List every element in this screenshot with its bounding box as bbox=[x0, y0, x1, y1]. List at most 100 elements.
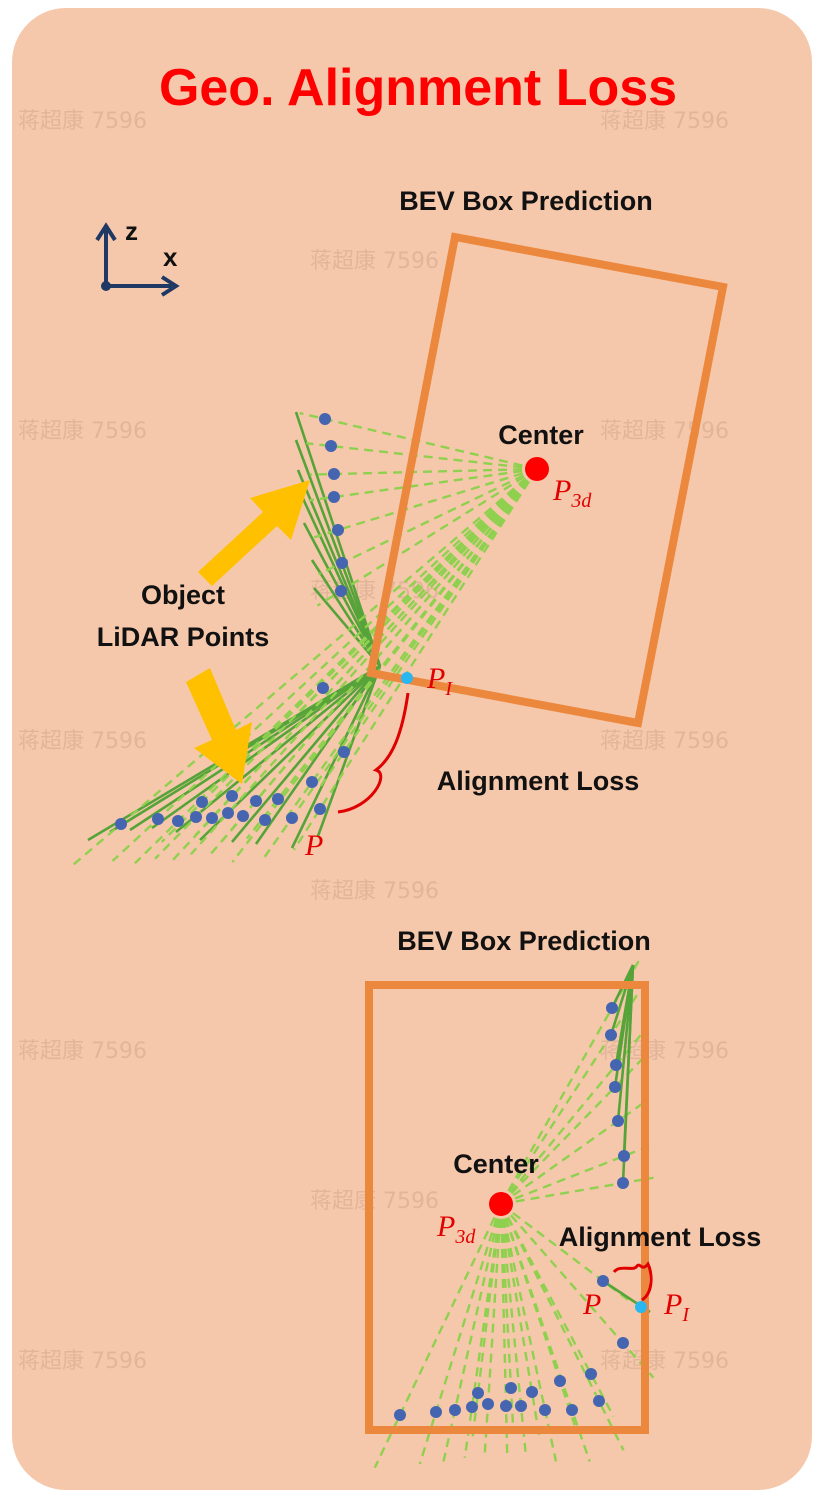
top-lidar-point bbox=[190, 811, 202, 823]
top-lidar-point bbox=[172, 815, 184, 827]
bottom-dashed-ray bbox=[463, 1203, 503, 1458]
top-solid-ray bbox=[231, 665, 381, 843]
bottom-lidar-point bbox=[472, 1387, 484, 1399]
top-solid-ray bbox=[313, 587, 381, 667]
top-dashed-ray bbox=[194, 468, 538, 837]
top-dashed-ray bbox=[160, 468, 538, 843]
bottom-center-label: Center bbox=[453, 1149, 539, 1179]
bottom-lidar-point bbox=[515, 1400, 527, 1412]
bottom-lidar-point bbox=[526, 1386, 538, 1398]
top-lidar-point bbox=[115, 818, 127, 830]
bottom-center-point bbox=[489, 1192, 513, 1216]
bottom-bev-box bbox=[365, 981, 649, 1434]
top-lidar-point bbox=[237, 810, 249, 822]
top-lidar-point bbox=[306, 776, 318, 788]
bottom-lidar-point bbox=[394, 1409, 406, 1421]
watermark-text: 蒋超康 7596 bbox=[18, 419, 147, 444]
bottom-box-label: BEV Box Prediction bbox=[397, 926, 651, 956]
bottom-lidar-point bbox=[612, 1115, 624, 1127]
top-lidar-point bbox=[250, 795, 262, 807]
watermark-text: 蒋超康 7596 bbox=[310, 1189, 439, 1214]
top-lidar-point bbox=[338, 746, 350, 758]
bottom-lidar-point bbox=[617, 1337, 629, 1349]
top-solid-ray bbox=[298, 491, 382, 667]
top-dashed-ray bbox=[313, 467, 538, 539]
top-solid-ray bbox=[254, 665, 382, 845]
bottom-dashed-ray bbox=[500, 1029, 646, 1205]
bottom-lidar-point bbox=[500, 1400, 512, 1412]
axis-origin bbox=[101, 281, 111, 291]
top-lidar-point bbox=[336, 557, 348, 569]
bottom-dashed-ray bbox=[499, 1203, 576, 1426]
z-axis-label: z bbox=[125, 216, 138, 246]
top-dashed-ray bbox=[292, 468, 539, 851]
top-lidar-point bbox=[226, 790, 238, 802]
top-dashed-ray bbox=[309, 467, 538, 476]
bottom-dashed-ray bbox=[500, 1203, 655, 1379]
bottom-lidar-point bbox=[618, 1150, 630, 1162]
bottom-lidar-point bbox=[597, 1275, 609, 1287]
bottom-lidar-point bbox=[585, 1368, 597, 1380]
top-dashed-ray bbox=[284, 468, 538, 821]
top-dashed-ray bbox=[306, 442, 538, 471]
top-dashed-ray bbox=[70, 468, 538, 868]
top-box-label: BEV Box Prediction bbox=[399, 186, 653, 216]
top-dashed-ray bbox=[309, 467, 538, 502]
bottom-dashed-ray bbox=[499, 1203, 515, 1435]
bottom-dashed-ray bbox=[499, 1203, 541, 1440]
bottom-dashed-ray bbox=[500, 1203, 630, 1302]
axis-indicator: z x bbox=[95, 216, 180, 297]
top-lidar-point bbox=[332, 524, 344, 536]
bottom-lidar-point bbox=[593, 1395, 605, 1407]
page-title: Geo. Alignment Loss bbox=[159, 59, 677, 117]
top-lidar-point bbox=[206, 812, 218, 824]
watermark-layer: 蒋超康 7596 蒋超康 7596 蒋超康 7596 蒋超康 7596 蒋超康 7596… bbox=[18, 109, 729, 1374]
top-dashed-ray bbox=[111, 468, 538, 862]
top-lidar-point bbox=[335, 585, 347, 597]
bottom-dashed-ray bbox=[499, 1203, 558, 1462]
top-lidar-point bbox=[196, 796, 208, 808]
bottom-dashed-ray bbox=[499, 1203, 528, 1457]
top-intersection-symbol: PI bbox=[426, 662, 453, 700]
top-lidar-point bbox=[328, 468, 340, 480]
bottom-intersection-point bbox=[635, 1301, 647, 1313]
top-lidar-point bbox=[222, 807, 234, 819]
diagram-panel bbox=[12, 8, 812, 1490]
bottom-solid-ray bbox=[621, 964, 635, 1184]
bottom-lidar-point bbox=[617, 1177, 629, 1189]
watermark-text: 蒋超康 7596 bbox=[600, 419, 729, 444]
top-rays bbox=[70, 411, 539, 868]
arrow-up-right-icon bbox=[198, 480, 310, 586]
bottom-lidar-points bbox=[394, 1002, 630, 1421]
bottom-lidar-point bbox=[610, 1059, 622, 1071]
top-dashed-ray bbox=[245, 468, 538, 840]
top-lidar-point bbox=[286, 812, 298, 824]
watermark-text: 蒋超康 7596 bbox=[310, 249, 439, 274]
bottom-dashed-ray bbox=[471, 1203, 503, 1441]
top-bev-box bbox=[366, 232, 728, 728]
bottom-lidar-point bbox=[482, 1398, 494, 1410]
watermark-text: 蒋超康 7596 bbox=[310, 879, 439, 904]
watermark-text: 蒋超康 7596 bbox=[18, 1349, 147, 1374]
bottom-loss-brace bbox=[612, 1261, 653, 1302]
top-lidar-point bbox=[272, 793, 284, 805]
watermark-text: 蒋超康 7596 bbox=[600, 109, 729, 134]
bottom-diagram: BEV Box Prediction Center P3d Alignment … bbox=[365, 926, 762, 1469]
bottom-point-symbol: P bbox=[582, 1288, 601, 1321]
bottom-loss-label: Alignment Loss bbox=[559, 1222, 762, 1252]
top-loss-brace bbox=[337, 692, 410, 814]
bottom-dashed-ray bbox=[418, 1203, 503, 1465]
bottom-dashed-ray bbox=[499, 1203, 615, 1418]
top-dashed-ray bbox=[261, 468, 538, 861]
points-label-line-2: LiDAR Points bbox=[97, 622, 270, 652]
top-intersection-point bbox=[401, 672, 413, 684]
top-center-point bbox=[525, 457, 549, 481]
top-dashed-ray bbox=[318, 467, 538, 576]
watermark-text: 蒋超康 7596 bbox=[600, 1349, 729, 1374]
bottom-solid-ray bbox=[609, 964, 635, 1036]
bottom-center-symbol: P3d bbox=[436, 1210, 476, 1248]
watermark-text: 蒋超康 7596 bbox=[18, 109, 147, 134]
top-lidar-point bbox=[152, 813, 164, 825]
top-solid-ray bbox=[151, 664, 381, 830]
points-label-line-1: Object bbox=[141, 580, 225, 610]
